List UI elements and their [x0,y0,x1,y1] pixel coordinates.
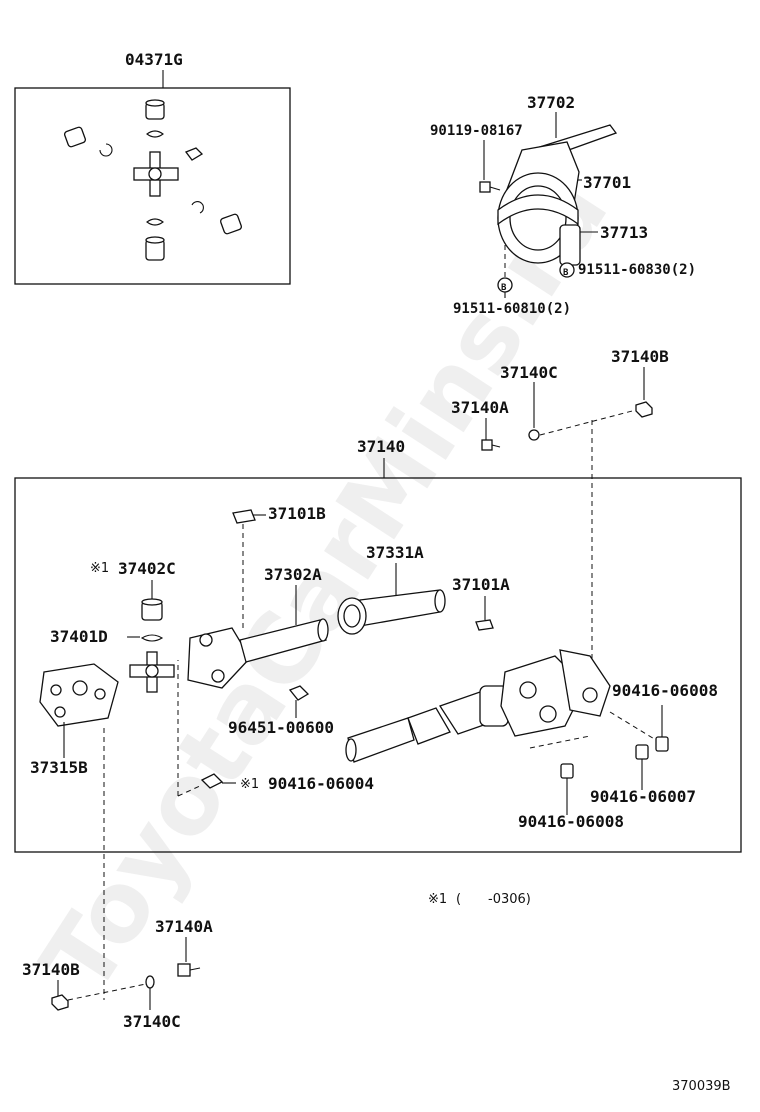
label-c-bot[interactable]: 37140C [123,1012,181,1031]
assembly-box [14,477,742,853]
flange-hardware-bottom [51,963,201,1011]
balance-weight-2 [475,619,494,631]
label-assembly[interactable]: 37140 [357,437,405,456]
flange-hardware-top [481,401,653,660]
label-weight1[interactable]: 37101B [268,504,326,523]
note-range: -0306) [488,892,531,907]
label-grease[interactable]: 96451-00600 [228,718,334,737]
label-bracket[interactable]: 37702 [527,93,575,112]
label-bolt-f[interactable]: 90416-06004 [268,774,374,793]
label-bolt-r1[interactable]: 90416-06008 [612,681,718,700]
label-support[interactable]: 37701 [583,173,631,192]
kit-parts [64,99,242,261]
center-support [479,124,618,293]
propeller-shaft [39,589,669,815]
label-bolt-b2[interactable]: 91511-60810(2) [453,301,571,317]
label-kit[interactable]: 04371G [125,50,183,69]
label-yoke[interactable]: 37315B [30,758,88,777]
label-cushion[interactable]: 37713 [600,223,648,242]
label-snap[interactable]: 37401D [50,627,108,646]
label-bolt-r2[interactable]: 90416-06007 [590,787,696,806]
label-b-bot[interactable]: 37140B [22,960,80,979]
note-open: ( [456,892,461,907]
label-cap[interactable]: 37402C [118,559,176,578]
label-bolt-r3[interactable]: 90416-06008 [518,812,624,831]
mark-cap: ※1 [90,561,109,576]
kit-box [14,87,291,285]
marker-b2: B [563,268,569,278]
label-shaft[interactable]: 37302A [264,565,322,584]
label-tube[interactable]: 37331A [366,543,424,562]
label-bolt-b1[interactable]: 91511-60830(2) [578,262,696,278]
label-a-top[interactable]: 37140A [451,398,509,417]
watermark: ToyotaCarMins.ru [20,158,629,1013]
marker-b1: B [501,283,507,293]
label-a-bot[interactable]: 37140A [155,917,213,936]
label-c-top[interactable]: 37140C [500,363,558,382]
label-b-top[interactable]: 37140B [611,347,669,366]
diagram-code: 370039B [672,1079,731,1094]
mark-bolt-f: ※1 [240,777,259,792]
balance-weight-1 [232,509,256,524]
note-mark: ※1 [428,892,447,907]
label-weight2[interactable]: 37101A [452,575,510,594]
label-bolt-top[interactable]: 90119-08167 [430,123,523,139]
